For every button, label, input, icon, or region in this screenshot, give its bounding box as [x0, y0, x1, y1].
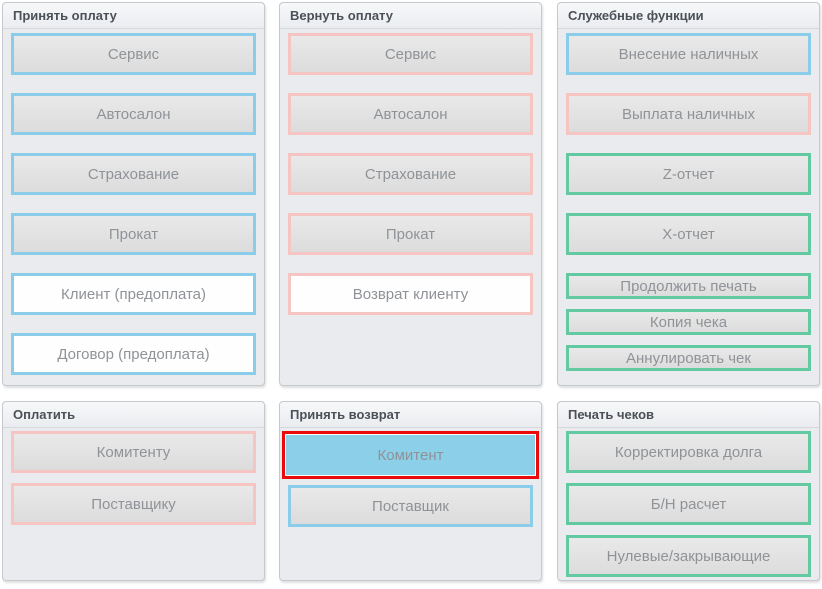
button-print-receipts-1[interactable]: Б/Н расчет: [566, 483, 811, 525]
button-pay-0[interactable]: Комитенту: [11, 431, 256, 473]
button-return-payment-1[interactable]: Автосалон: [288, 93, 533, 135]
button-accept-payment-5[interactable]: Договор (предоплата): [11, 333, 256, 375]
button-accept-return-1[interactable]: Поставщик: [288, 485, 533, 527]
button-accept-return-0[interactable]: Комитент: [286, 435, 535, 475]
button-return-payment-0[interactable]: Сервис: [288, 33, 533, 75]
button-accept-payment-0[interactable]: Сервис: [11, 33, 256, 75]
button-return-payment-3[interactable]: Прокат: [288, 213, 533, 255]
panel-title-return-payment: Вернуть оплату: [280, 3, 541, 29]
button-service-functions-3[interactable]: X-отчет: [566, 213, 811, 255]
button-service-functions-5[interactable]: Копия чека: [566, 309, 811, 335]
button-return-payment-4[interactable]: Возврат клиенту: [288, 273, 533, 315]
button-return-payment-2[interactable]: Страхование: [288, 153, 533, 195]
panel-title-accept-return: Принять возврат: [280, 402, 541, 428]
button-service-functions-1[interactable]: Выплата наличных: [566, 93, 811, 135]
button-accept-payment-1[interactable]: Автосалон: [11, 93, 256, 135]
panel-title-service-functions: Служебные функции: [558, 3, 819, 29]
panel-title-accept-payment: Принять оплату: [3, 3, 264, 29]
button-print-receipts-2[interactable]: Нулевые/закрывающие: [566, 535, 811, 577]
panel-title-pay: Оплатить: [3, 402, 264, 428]
button-accept-payment-2[interactable]: Страхование: [11, 153, 256, 195]
button-service-functions-0[interactable]: Внесение наличных: [566, 33, 811, 75]
button-service-functions-2[interactable]: Z-отчет: [566, 153, 811, 195]
panel-title-print-receipts: Печать чеков: [558, 402, 819, 428]
button-print-receipts-0[interactable]: Корректировка долга: [566, 431, 811, 473]
button-accept-payment-4[interactable]: Клиент (предоплата): [11, 273, 256, 315]
button-pay-1[interactable]: Поставщику: [11, 483, 256, 525]
button-accept-payment-3[interactable]: Прокат: [11, 213, 256, 255]
highlight-box-accept-return: Комитент: [282, 431, 539, 479]
button-service-functions-4[interactable]: Продолжить печать: [566, 273, 811, 299]
button-service-functions-6[interactable]: Аннулировать чек: [566, 345, 811, 371]
